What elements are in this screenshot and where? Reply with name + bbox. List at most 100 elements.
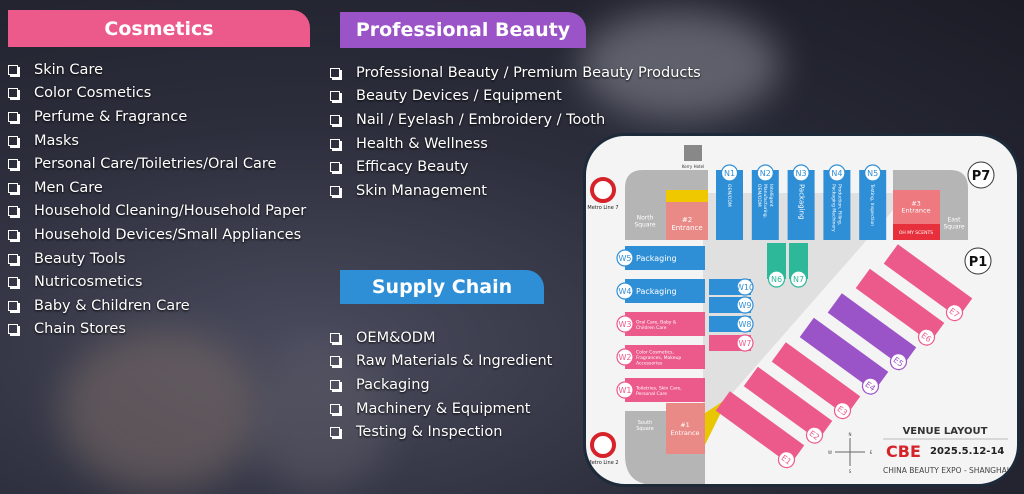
hall-badge [864,164,882,182]
list-item: Raw Materials & Ingredient [330,350,552,374]
list-item: Men Care [8,176,306,200]
metro-icon [590,177,616,203]
list-item: Nail / Eyelash / Embroidery / Tooth [330,108,701,132]
map-label: Production, Filling,Packaging Machinery [830,184,842,232]
hall-w9[interactable]: W9 [709,296,754,314]
cosmetics-banner: Cosmetics [8,10,310,47]
map-label: Kerry Hotel [682,164,704,169]
p7-parking-icon [967,161,995,189]
checkbox-icon [8,229,18,240]
hall-e4[interactable]: E4 [796,317,890,398]
checkbox-icon [330,356,340,367]
map-label: CHINA BEAUTY EXPO - SHANGHAI [883,466,1009,475]
map-label: Packaging [798,184,806,220]
supply-chain-banner: Supply Chain [340,270,544,304]
hall-w10[interactable]: W10 [709,278,754,296]
metro-icon [590,432,616,458]
map-label: N [849,432,852,437]
map-label: OEM/ODM [726,184,732,207]
hall-badge [616,348,634,366]
map-label: N7 [793,275,804,284]
hall-n6[interactable]: N6 [767,243,786,288]
map-label: OH MY SCENTS [899,230,933,236]
checkbox-icon [8,253,18,264]
map-label: W3 [619,320,632,329]
list-item-label: Baby & Children Care [34,297,190,314]
map-label: W10 [736,283,754,292]
hall-badge [889,353,908,371]
map-label: IntelligentManufacturing,OEM/ODM [756,184,774,218]
list-item: Nutricosmetics [8,270,306,294]
hall-e5[interactable]: E5 [824,293,918,373]
list-item-label: Packaging [356,376,430,393]
checkbox-icon [330,67,340,78]
list-item-label: Men Care [34,179,103,196]
checkbox-icon [8,135,18,146]
map-label: VENUE LAYOUT [903,426,988,437]
map-label: N6 [771,275,782,284]
hall-e6[interactable]: E6 [852,268,946,349]
hall-badge [767,270,786,288]
hall-w7[interactable]: W7 [709,334,754,352]
hall-badge [616,249,634,267]
checkbox-icon [8,324,18,335]
list-item-label: Color Cosmetics [34,85,152,102]
map-label: W4 [619,287,632,296]
hall-badge [616,381,634,399]
hall-badge [756,164,774,182]
checkbox-icon [330,138,340,149]
list-item: OEM&ODM [330,326,552,350]
hall-badge [945,304,964,322]
hall-w3[interactable]: W3 Oral Care, Baby &Children Care [616,312,705,336]
list-item-label: Perfume & Fragrance [34,108,188,125]
hall-n7[interactable]: N7 [789,243,808,288]
professional-beauty-banner: Professional Beauty [340,12,586,48]
list-item: Beauty Devices / Equipment [330,85,701,109]
professional-beauty-list: Professional Beauty / Premium Beauty Pro… [330,61,701,203]
list-item-label: Professional Beauty / Premium Beauty Pro… [356,64,701,81]
hall-e1[interactable]: E1 [712,391,806,471]
list-item: Beauty Tools [8,247,306,271]
hall-e7[interactable]: E7 [880,244,974,324]
hall-badge [616,315,634,333]
hall-e3[interactable]: E3 [768,342,862,422]
hall-badge [777,451,796,469]
checkbox-icon [330,379,340,390]
map-label: Oral Care, Baby &Children Care [636,319,677,331]
list-item: Masks [8,129,306,153]
list-item: Perfume & Fragrance [8,105,306,129]
map-label: Packaging [636,287,677,296]
list-item: Machinery & Equipment [330,397,552,421]
map-label: P7 [972,169,991,184]
hall-badge [616,282,634,300]
map-label: Testing, Inspection [869,183,875,226]
hall-w8[interactable]: W8 [709,315,754,333]
map-label: W7 [739,339,752,348]
map-label: 2025.5.12-14 [930,446,1004,457]
hall-w4[interactable]: W4 Packaging [616,279,705,303]
hall-badge [861,377,880,395]
checkbox-icon [8,64,18,75]
hall-e2[interactable]: E2 [740,366,834,447]
list-item-label: Machinery & Equipment [356,400,531,417]
list-item-label: Nutricosmetics [34,274,143,291]
list-item: Color Cosmetics [8,82,306,106]
hall-badge [792,164,810,182]
hall-badge [828,164,846,182]
entrance-2 [666,196,708,240]
map-label: N4 [831,169,842,178]
list-item: Personal Care/Toiletries/Oral Care [8,152,306,176]
list-item: Household Devices/Small Appliances [8,223,306,247]
